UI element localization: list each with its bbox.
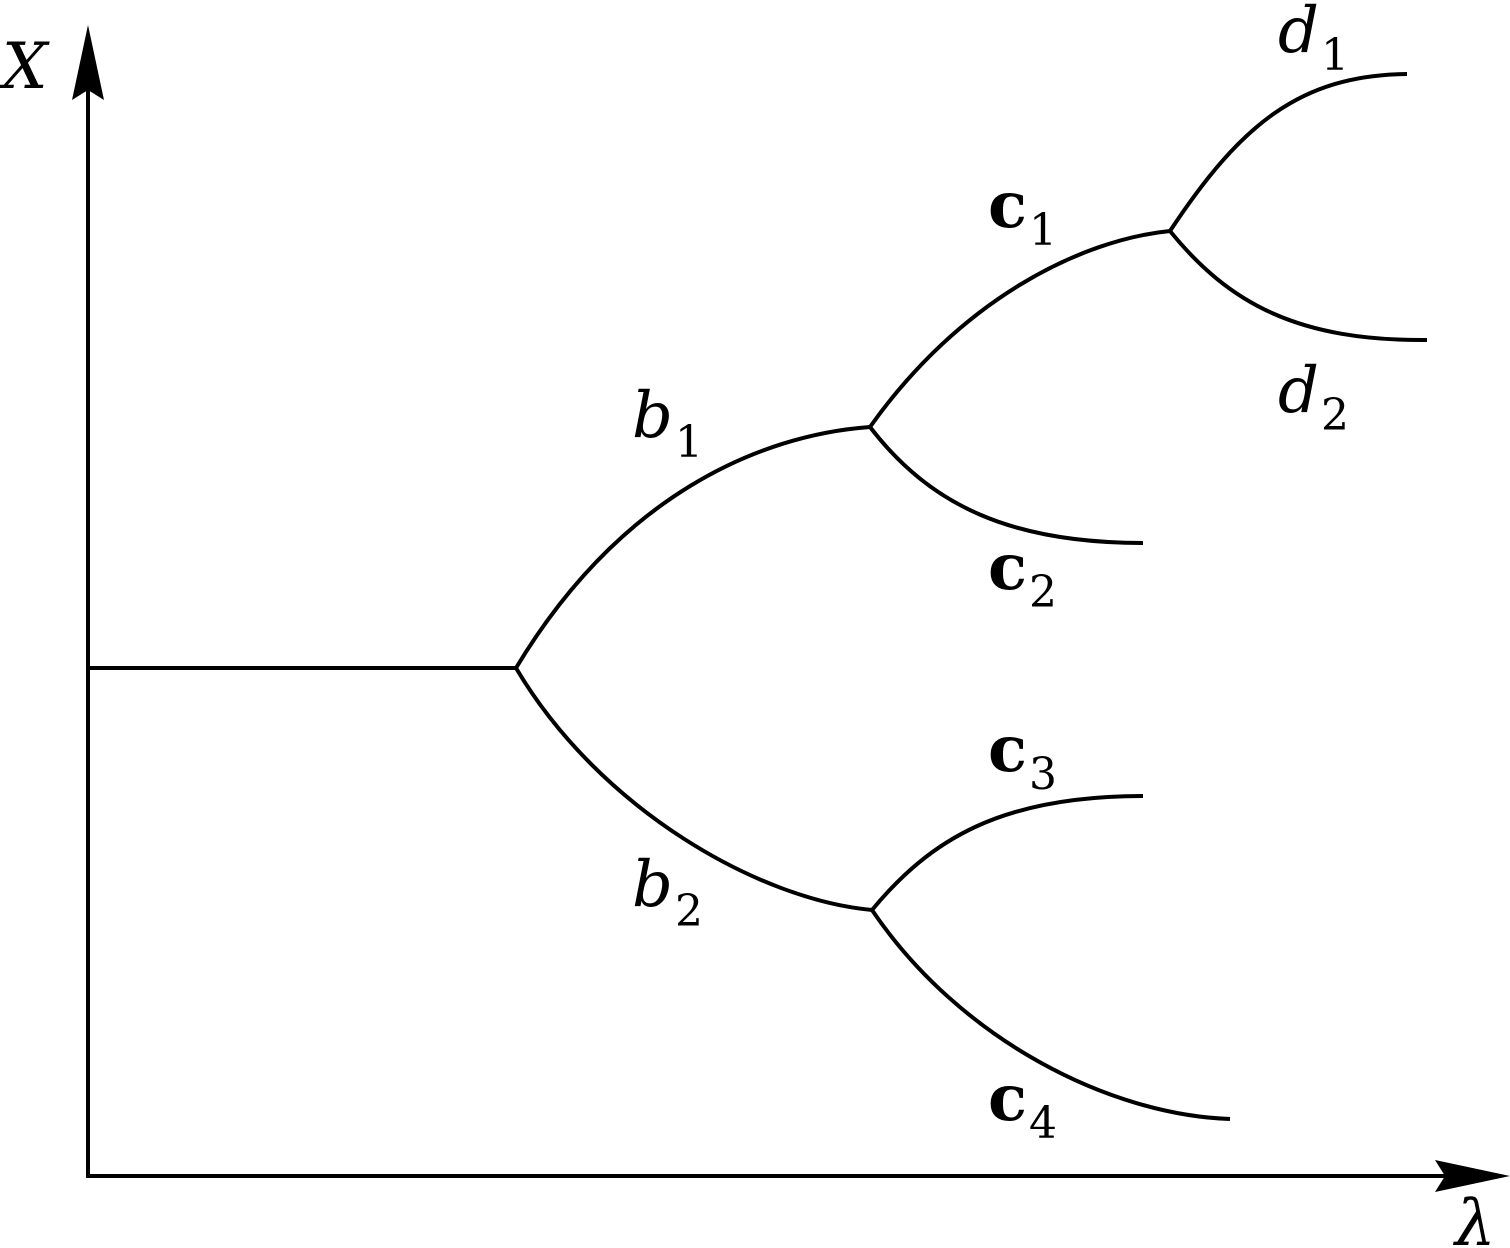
label-c1: c1 xyxy=(988,168,1057,256)
branch-c3 xyxy=(870,794,1144,912)
x-axis-label: λ xyxy=(1452,1187,1496,1248)
branch-b1 xyxy=(514,425,871,670)
branch-c4 xyxy=(870,908,1231,1121)
branch-c1 xyxy=(868,229,1171,429)
y-axis-label: X xyxy=(0,30,50,104)
branch-c2 xyxy=(868,425,1144,545)
label-c2: c2 xyxy=(988,530,1057,618)
x-axis-arrowhead xyxy=(1435,1160,1510,1192)
label-c4: c4 xyxy=(988,1061,1057,1149)
label-d1: d1 xyxy=(1278,0,1349,81)
label-b2: b2 xyxy=(632,848,703,937)
branch-d2 xyxy=(1168,229,1428,343)
branch-b2 xyxy=(514,666,873,912)
branch-d1 xyxy=(1168,72,1408,233)
label-d2: d2 xyxy=(1278,354,1349,441)
label-c3: c3 xyxy=(988,712,1057,800)
y-axis-arrowhead xyxy=(72,25,104,100)
label-b1: b1 xyxy=(632,379,703,468)
